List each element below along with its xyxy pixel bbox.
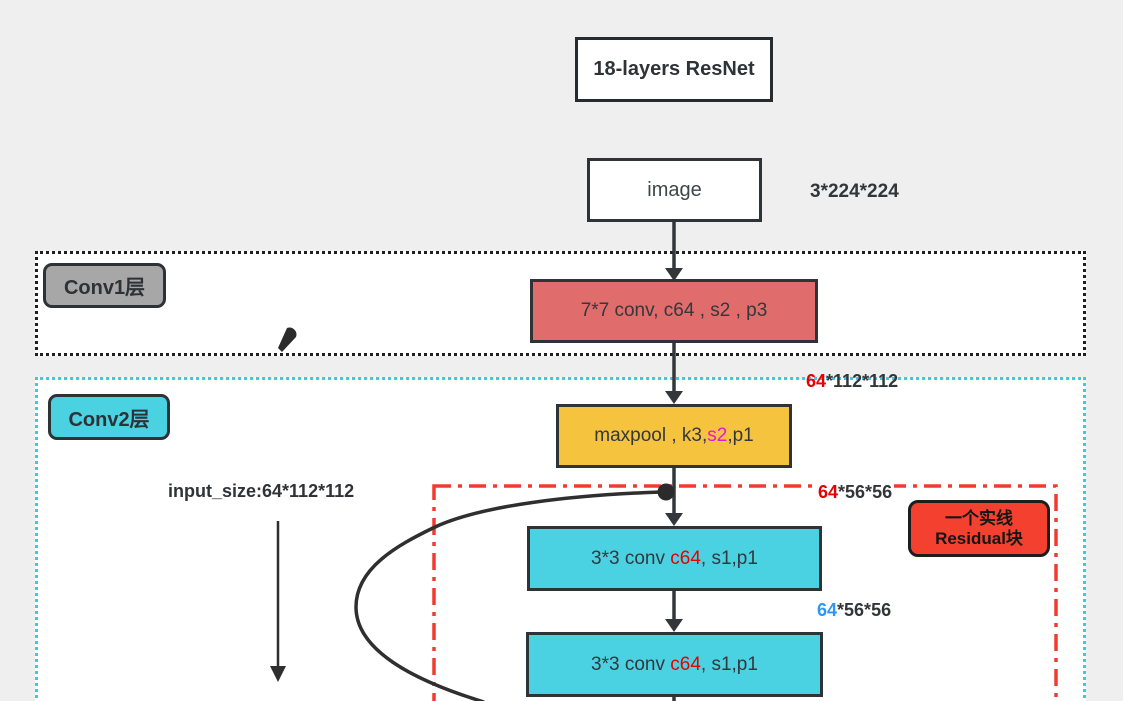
title-label: 18-layers ResNet [593,58,755,80]
residual-tag-line2: Residual块 [935,528,1023,548]
skip-connection-curve [354,490,662,701]
input-flow-arrow [270,521,286,682]
after-conv1-dimension-label: 64*112*112 [806,371,898,392]
conv3a-label-part3: , s1,p1 [700,547,758,569]
conv7-node-label: 7*7 conv, c64 , s2 , p3 [580,300,768,321]
arrow-conv3a-to-conv3b [665,591,683,632]
after-maxpool-dim-rest: *56*56 [838,482,893,502]
arrow-conv7-to-maxpool [665,343,683,404]
input-dimension-label: 3*224*224 [810,181,899,202]
branch-dot [657,483,675,501]
residual-tag-line1: 一个实线 [945,508,1013,528]
after-conv1-dim-channels: 64 [806,371,827,391]
image-node: image [587,158,762,222]
pen-mark [278,327,297,352]
after-maxpool-dim-channels: 64 [818,482,839,502]
after-maxpool-dimension-label: 64*56*56 [816,482,895,503]
conv3a-label-channels: c64 [670,547,701,569]
conv3b-label-channels: c64 [670,653,701,675]
arrow-image-to-conv7 [665,222,683,281]
between-convs-dimension-label: 64*56*56 [817,600,891,621]
conv3a-label-part1: 3*3 conv [591,547,671,569]
conv3b-label-part1: 3*3 conv [591,653,671,675]
between-convs-dim-channels: 64 [817,600,838,620]
conv3-node-b: 3*3 conv c64, s1,p1 [526,632,823,697]
conv2-section-label: Conv2层 [68,408,150,431]
maxpool-label-stride: s2 [707,425,728,446]
maxpool-label-part1: maxpool , k3, [594,425,708,446]
conv2-section-tag: Conv2层 [48,394,170,440]
maxpool-node: maxpool , k3,s2,p1 [556,404,792,468]
conv1-section-tag: Conv1层 [43,263,166,308]
conv1-section-label: Conv1层 [63,277,146,299]
conv3b-label-part3: , s1,p1 [700,653,758,675]
input-size-note: input_size:64*112*112 [168,481,355,501]
title-box: 18-layers ResNet [575,37,773,102]
conv3-node-a: 3*3 conv c64, s1,p1 [527,526,822,591]
residual-block-tag: 一个实线 Residual块 [908,500,1050,557]
image-node-label: image [647,178,702,201]
residual-block-border [432,484,1058,701]
conv7-node: 7*7 conv, c64 , s2 , p3 [530,279,818,343]
between-convs-dim-rest: *56*56 [837,600,892,620]
maxpool-label-part3: ,p1 [727,425,754,446]
after-conv1-dim-rest: *112*112 [826,371,899,391]
